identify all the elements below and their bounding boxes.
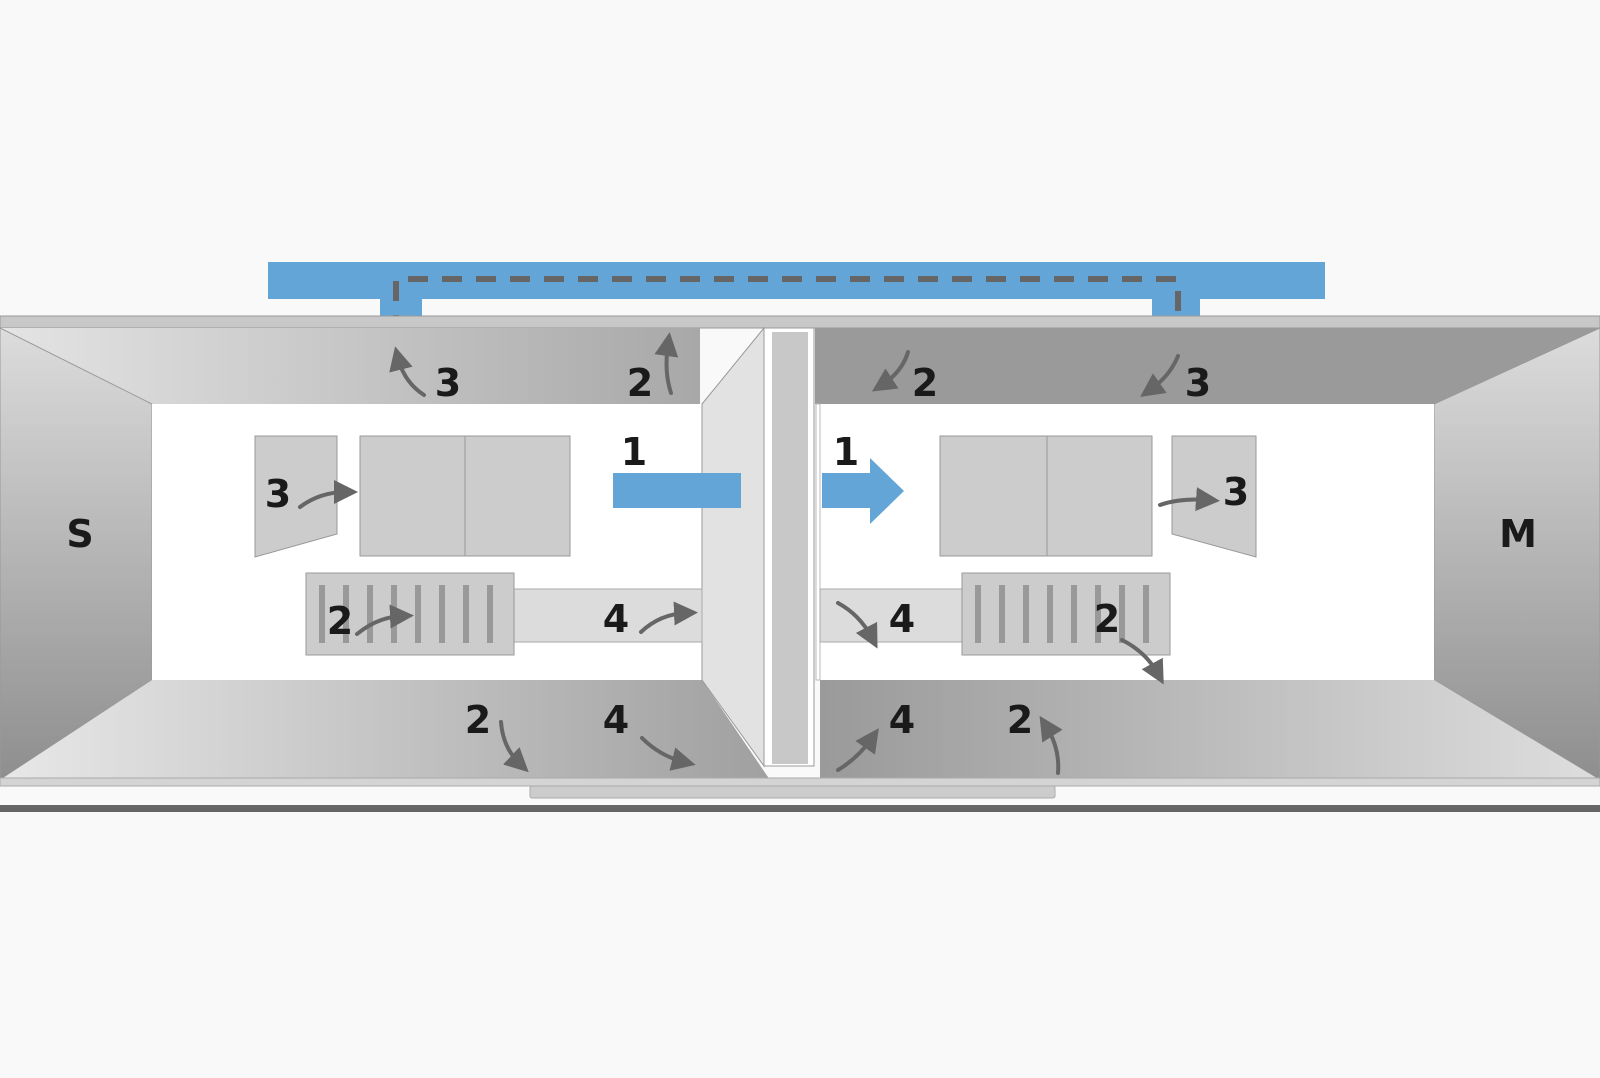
- label-right-heater-2: 2: [1094, 597, 1120, 641]
- main-airflow-bar: [613, 473, 741, 508]
- label-floor-left-4: 4: [603, 698, 629, 742]
- arrow-down-icon: [640, 736, 696, 771]
- wall-label-s: S: [66, 512, 93, 556]
- central-partition: [701, 326, 821, 768]
- left-unit: [254, 435, 571, 558]
- arrow-down-icon: [499, 720, 529, 773]
- label-floor-left-2: 2: [465, 698, 491, 742]
- ceiling-right: [815, 328, 1600, 404]
- label-floor-right-2: 2: [1007, 698, 1033, 742]
- right-heater: [819, 572, 1171, 656]
- frame-bottom: [0, 777, 1600, 787]
- arrow-up-icon: [654, 332, 679, 395]
- arrow-down-icon: [836, 601, 878, 649]
- floor-left: [0, 680, 770, 780]
- label-left-unit-3: 3: [265, 472, 291, 516]
- label-main-right-1: 1: [833, 430, 859, 474]
- label-floor-right-4: 4: [889, 698, 915, 742]
- ceiling-left: [0, 328, 700, 404]
- ground-line: [0, 805, 1600, 812]
- frame-top: [0, 315, 1600, 329]
- arrow-up-icon: [1039, 715, 1063, 775]
- arrow-right-icon: [355, 604, 414, 636]
- arrow-up-icon: [836, 728, 879, 772]
- label-ceiling-right-2: 2: [912, 361, 938, 405]
- right-unit: [939, 435, 1257, 558]
- supply-duct: [268, 262, 1325, 337]
- main-airflow-arrow-icon: [822, 458, 904, 524]
- label-right-unit-3: 3: [1223, 470, 1249, 514]
- label-ceiling-left-3: 3: [435, 361, 461, 405]
- arrow-down-icon: [871, 350, 910, 392]
- floor-right: [820, 680, 1600, 780]
- arrow-right-icon: [298, 480, 358, 509]
- wall-label-m: M: [1499, 512, 1537, 556]
- floor-plate: [529, 785, 1056, 799]
- label-left-heater-2: 2: [327, 599, 353, 643]
- arrow-right-icon: [639, 601, 698, 634]
- arrow-up-icon: [389, 346, 426, 397]
- arrow-right-icon: [1158, 487, 1220, 512]
- label-ceiling-right-3: 3: [1185, 361, 1211, 405]
- label-right-duct-4: 4: [889, 597, 915, 641]
- label-main-left-1: 1: [621, 430, 647, 474]
- arrow-down-icon: [1140, 354, 1180, 397]
- label-ceiling-left-2: 2: [627, 361, 653, 405]
- label-left-duct-4: 4: [603, 597, 629, 641]
- airflow-arrows: [298, 332, 1220, 775]
- arrow-down-icon: [1120, 638, 1164, 685]
